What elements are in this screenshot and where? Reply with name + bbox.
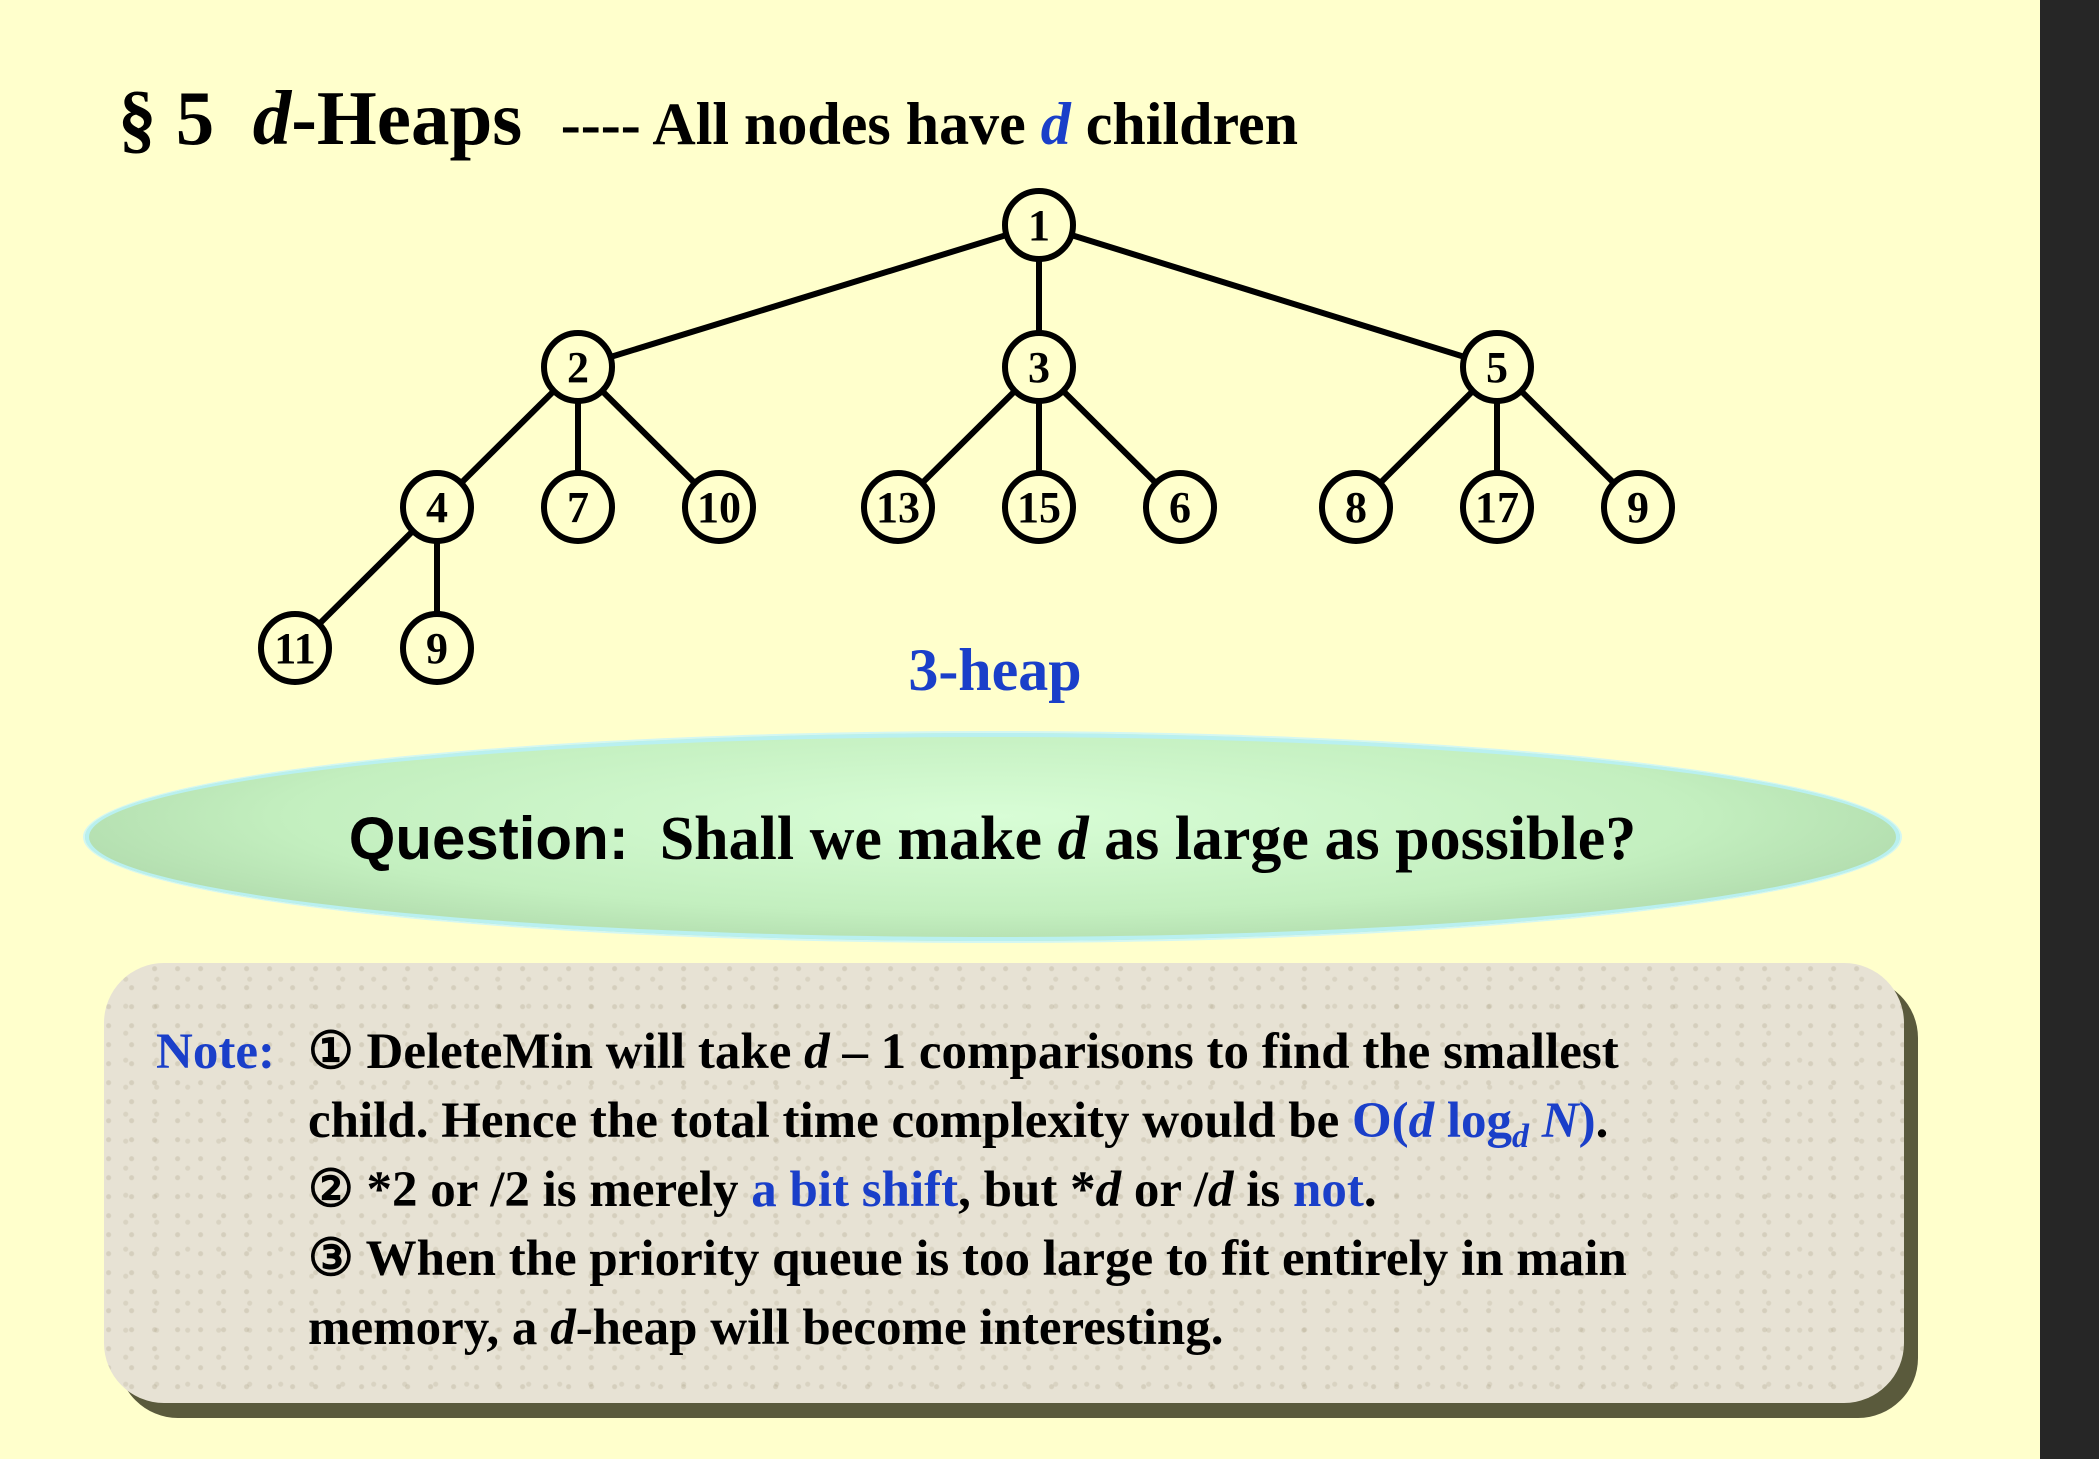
title-heaps: -Heaps: [291, 75, 523, 161]
heap-node: 8: [1319, 470, 1393, 544]
edge-1-5: [1038, 222, 1498, 370]
complexity-formula: O(d logd N): [1351, 1093, 1596, 1155]
note-text: *2 or /2 is merely: [366, 1162, 739, 1218]
formula-subscript-d: d: [1512, 1118, 1530, 1155]
heap-node: 13: [861, 470, 935, 544]
note-text: -heap will become interesting.: [575, 1300, 1224, 1356]
node-label: 9: [426, 624, 448, 673]
note-text: is: [1246, 1162, 1281, 1218]
heap-node: 15: [1002, 470, 1076, 544]
heap-node: 10: [682, 470, 756, 544]
node-label: 10: [697, 483, 741, 532]
section-mark: § 5: [118, 75, 215, 161]
note-d: d: [1095, 1162, 1122, 1218]
heap-node: 3: [1002, 330, 1076, 404]
note-box: Note: ① DeleteMin will take d – 1 compar…: [104, 963, 1904, 1403]
note-d: d: [550, 1300, 576, 1356]
tree-nodes: 1 2 3 5 4 7 10 13 15 6 8 17 9 11 9: [258, 188, 1675, 685]
circled-1-icon: ①: [308, 1024, 354, 1080]
note-point-1-cont: child. Hence the total time complexity w…: [308, 1087, 1608, 1171]
formula-close: ): [1578, 1093, 1596, 1149]
question-bubble: Question: Shall we make d as large as po…: [85, 733, 1900, 941]
heap-node: 9: [1601, 470, 1675, 544]
note-point-3: ③ When the priority queue is too large t…: [308, 1225, 1627, 1294]
node-label: 17: [1475, 483, 1519, 532]
question-pre: Shall we make: [659, 805, 1043, 873]
note-text: – 1 comparisons to find the smallest: [842, 1024, 1619, 1080]
note-text: DeleteMin will take: [366, 1024, 792, 1080]
note-text: or /: [1133, 1162, 1209, 1218]
node-label: 1: [1028, 201, 1050, 250]
heap-node: 6: [1143, 470, 1217, 544]
right-edge-bar: [2040, 0, 2099, 1459]
heap-node: 4: [400, 470, 474, 544]
heap-node: 1: [1002, 188, 1076, 262]
note-highlight: not: [1293, 1162, 1364, 1218]
tree-edges: [292, 222, 1641, 651]
note-d: d: [1208, 1162, 1234, 1218]
note-highlight: a bit shift: [751, 1162, 959, 1218]
slide-title: § 5 d-Heaps ---- All nodes have d childr…: [118, 68, 1298, 174]
note-point-1: ① DeleteMin will take d – 1 comparisons …: [308, 1018, 1619, 1087]
formula-n: N: [1541, 1093, 1579, 1149]
node-label: 6: [1169, 483, 1191, 532]
node-label: 13: [876, 483, 920, 532]
node-label: 9: [1627, 483, 1649, 532]
node-label: 2: [567, 343, 589, 392]
node-label: 7: [567, 483, 589, 532]
note-text: .: [1363, 1162, 1377, 1218]
question-d: d: [1057, 805, 1089, 873]
note-text: child. Hence the total time complexity w…: [308, 1093, 1340, 1149]
formula-log: log: [1446, 1093, 1513, 1149]
formula-d: d: [1408, 1093, 1435, 1149]
note-text: When the priority queue is too large to …: [365, 1231, 1627, 1287]
note-label: Note:: [156, 1024, 275, 1080]
diagram-caption: 3-heap: [908, 637, 1082, 703]
node-label: 11: [274, 624, 316, 673]
node-label: 5: [1486, 343, 1508, 392]
heap-node: 5: [1460, 330, 1534, 404]
heap-node: 2: [541, 330, 615, 404]
note-text: , but *: [958, 1162, 1096, 1218]
title-d: d: [252, 75, 292, 161]
note-point-3-cont: memory, a d-heap will become interesting…: [308, 1294, 1224, 1363]
circled-2-icon: ②: [308, 1162, 354, 1218]
edge-1-2: [577, 222, 1040, 370]
title-children: children: [1085, 91, 1299, 157]
heap-node: 11: [258, 611, 332, 685]
question-text: Question: Shall we make d as large as po…: [85, 803, 1900, 875]
note-point-2: ② *2 or /2 is merely a bit shift, but *d…: [308, 1156, 1377, 1225]
note-text: memory, a: [308, 1300, 538, 1356]
node-label: 4: [426, 483, 448, 532]
node-label: 8: [1345, 483, 1367, 532]
circled-3-icon: ③: [308, 1231, 354, 1287]
heap-node: 17: [1460, 470, 1534, 544]
formula-o: O(: [1351, 1093, 1409, 1149]
note-d: d: [804, 1024, 830, 1080]
title-description: ---- All nodes have: [560, 91, 1026, 157]
node-label: 15: [1017, 483, 1061, 532]
question-post: as large as possible?: [1104, 805, 1637, 873]
heap-node: 9: [400, 611, 474, 685]
question-label: Question:: [348, 805, 629, 872]
note-text: .: [1595, 1093, 1609, 1149]
title-d-highlight: d: [1040, 91, 1071, 157]
heap-node: 7: [541, 470, 615, 544]
node-label: 3: [1028, 343, 1050, 392]
heap-tree-diagram: 1 2 3 5 4 7 10 13 15 6 8 17 9 11 9: [258, 188, 1675, 685]
